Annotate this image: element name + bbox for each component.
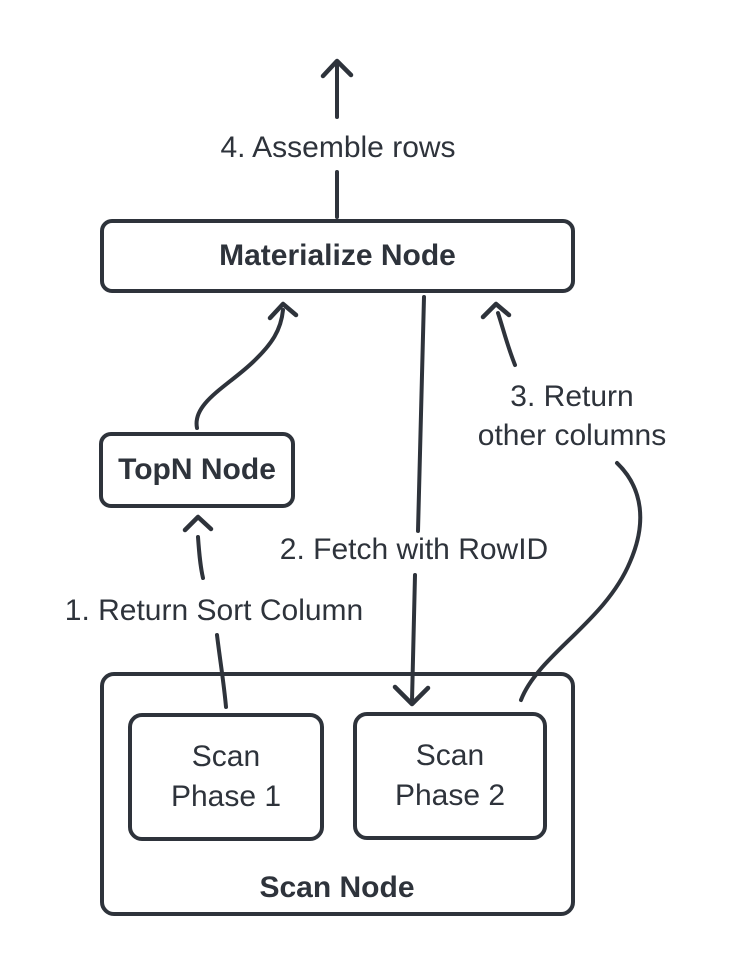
materialize-node-label: Materialize Node — [219, 239, 456, 272]
topn-node-label: TopN Node — [118, 453, 276, 486]
return-sort-column-arrow — [182, 514, 228, 709]
topn-node-box: TopN Node — [99, 432, 295, 508]
edge-label-step2: 2. Fetch with RowID — [279, 533, 549, 566]
scan-phase-1-box: Scan Phase 1 — [128, 713, 324, 841]
topn-to-materialize-arrow — [194, 301, 299, 430]
edge-label-step4: 4. Assemble rows — [220, 131, 456, 164]
assemble-rows-arrow — [320, 58, 354, 219]
scan-phase-1-label-line2: Phase 1 — [170, 780, 282, 813]
scan-phase-2-label-line2: Phase 2 — [394, 779, 506, 812]
scan-phase-2-box: Scan Phase 2 — [353, 712, 547, 840]
scan-phase-1-label-line1: Scan — [191, 740, 261, 773]
scan-node-box — [100, 672, 575, 916]
edge-label-step3: 3. Return other columns — [478, 377, 666, 455]
scan-phase-2-label-line1: Scan — [415, 739, 485, 772]
edge-label-step1: 1. Return Sort Column — [64, 594, 364, 627]
materialize-node-box: Materialize Node — [100, 219, 575, 293]
scan-node-label: Scan Node — [259, 871, 415, 904]
edge-label-step3-line2: other columns — [477, 419, 667, 452]
fetch-with-rowid-arrow — [392, 295, 431, 707]
return-other-columns-arrow — [480, 301, 643, 702]
edge-label-step3-line1: 3. Return — [510, 380, 634, 413]
